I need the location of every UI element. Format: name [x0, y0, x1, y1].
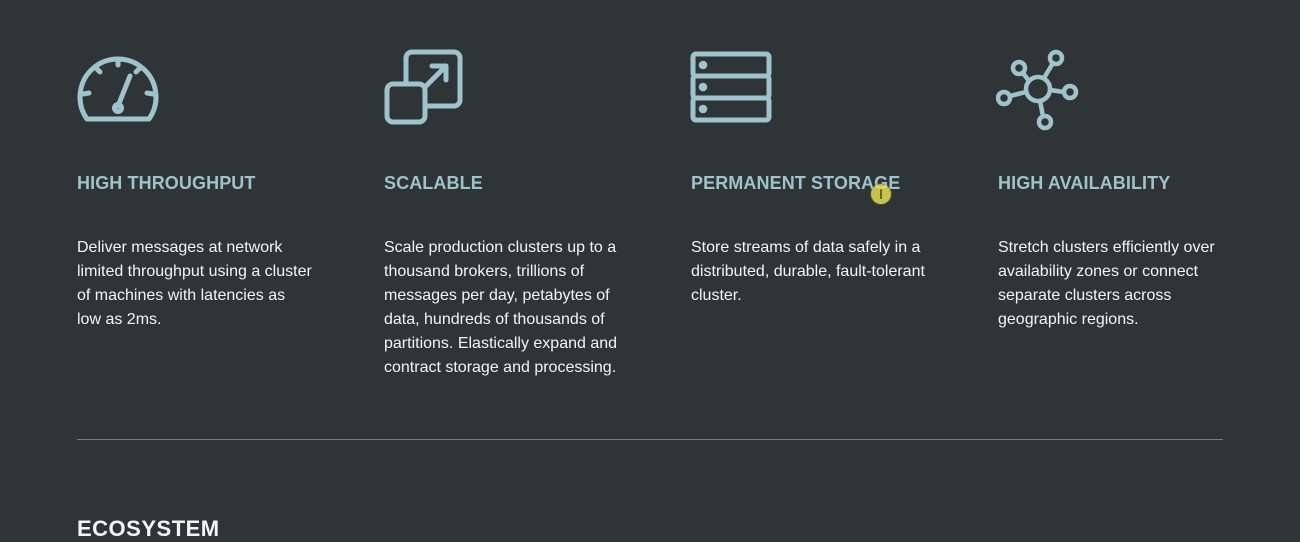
- feature-description: Deliver messages at network limited thro…: [77, 239, 312, 328]
- server-icon: [689, 46, 775, 132]
- speedometer-icon: [75, 46, 161, 132]
- mouse-cursor-highlight: [871, 184, 891, 204]
- feature-description: Store streams of data safely in a distri…: [691, 239, 925, 304]
- feature-title: HIGH AVAILABILITY: [998, 173, 1171, 193]
- network-hub-icon: [996, 46, 1082, 132]
- features-section: HIGH THROUGHPUT Deliver messages at netw…: [75, 46, 1215, 376]
- feature-description: Scale production clusters up to a thousa…: [384, 239, 618, 376]
- expand-icon: [382, 46, 468, 132]
- section-divider: [77, 439, 1223, 440]
- feature-description: Stretch clusters efficiently over availa…: [998, 239, 1215, 328]
- ecosystem-heading: ECOSYSTEM: [77, 516, 220, 541]
- feature-title: HIGH THROUGHPUT: [77, 173, 256, 193]
- feature-title: SCALABLE: [384, 173, 483, 193]
- feature-title: PERMANENT STORAGE: [691, 173, 901, 193]
